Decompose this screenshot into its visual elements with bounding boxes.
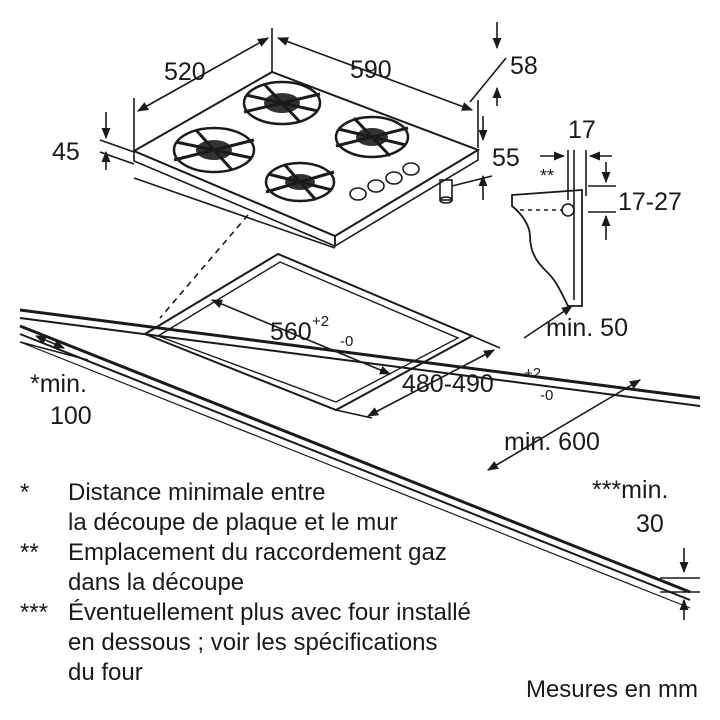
- label-560-tol-minus: -0: [340, 333, 353, 350]
- label-17: 17: [568, 116, 596, 144]
- legend-mark: **: [20, 539, 39, 566]
- burner-front-right: [264, 161, 336, 203]
- legend-line: en dessous ; voir les spécifications: [68, 629, 438, 656]
- legend-mark: *: [20, 479, 30, 506]
- gas-connection-detail: [511, 150, 616, 307]
- label-min-under: ***min.: [592, 476, 668, 504]
- label-min-wall: *min.: [30, 370, 87, 398]
- dimension-line-590: [276, 37, 474, 111]
- extension-line: [451, 175, 493, 187]
- legend-line: Emplacement du raccordement gaz: [68, 539, 447, 566]
- extension-line: [471, 335, 501, 349]
- label-560-tol-plus: +2: [312, 313, 329, 330]
- label-560: 560: [270, 318, 312, 346]
- label-480-490: 480-490: [402, 370, 494, 398]
- dimension-line-58: [469, 57, 507, 103]
- dimension-arrow-min-50: [523, 305, 573, 339]
- label-min-wall-value: 100: [50, 402, 92, 430]
- gas-inlet-symbol: [561, 203, 575, 217]
- dimension-arrow-min-100: [34, 335, 66, 349]
- burner-back-left: [242, 80, 322, 126]
- legend-line: du four: [68, 659, 143, 686]
- legend-mark: ***: [20, 599, 49, 626]
- extension-line: [99, 151, 135, 165]
- label-min-under-value: 30: [636, 510, 664, 538]
- legend-line: la découpe de plaque et le mur: [68, 509, 398, 536]
- extension-line: [335, 409, 373, 419]
- label-58: 58: [510, 52, 538, 80]
- label-590: 590: [350, 56, 392, 84]
- units-note: Mesures en mm: [525, 676, 698, 703]
- gas-connector: [439, 179, 453, 204]
- label-gas-marker: **: [540, 166, 554, 186]
- label-45: 45: [52, 138, 80, 166]
- legend-item: *** Éventuellement plus avec four instal…: [20, 598, 620, 688]
- burner-back-right: [334, 115, 410, 159]
- burner-front-left: [172, 126, 256, 174]
- legend-item: * Distance minimale entre la découpe de …: [20, 478, 620, 538]
- control-knobs: [349, 162, 420, 201]
- legend-item: ** Emplacement du raccordement gaz dans …: [20, 538, 620, 598]
- dimension-line-560: [210, 299, 392, 375]
- dimension-line-480-490: [367, 349, 495, 417]
- legend-line: Distance minimale entre: [68, 479, 326, 506]
- footnote-legend: * Distance minimale entre la découpe de …: [20, 478, 620, 688]
- label-min-50: min. 50: [546, 314, 628, 342]
- label-520: 520: [164, 58, 206, 86]
- label-480-490-tol-minus: -0: [540, 387, 553, 404]
- extension-line: [19, 341, 89, 361]
- dimension-line-min-600: [487, 379, 641, 471]
- dimension-line-520: [137, 37, 269, 112]
- extension-line: [99, 139, 135, 153]
- label-min-600: min. 600: [504, 428, 600, 456]
- label-17-27: 17-27: [618, 188, 682, 216]
- hob-drawing: [131, 70, 481, 249]
- label-480-490-tol-plus: +2: [524, 365, 541, 382]
- legend-line: Éventuellement plus avec four installé: [68, 599, 471, 626]
- projection-line: [159, 214, 249, 319]
- label-55: 55: [492, 144, 520, 172]
- legend-line: dans la découpe: [68, 569, 245, 596]
